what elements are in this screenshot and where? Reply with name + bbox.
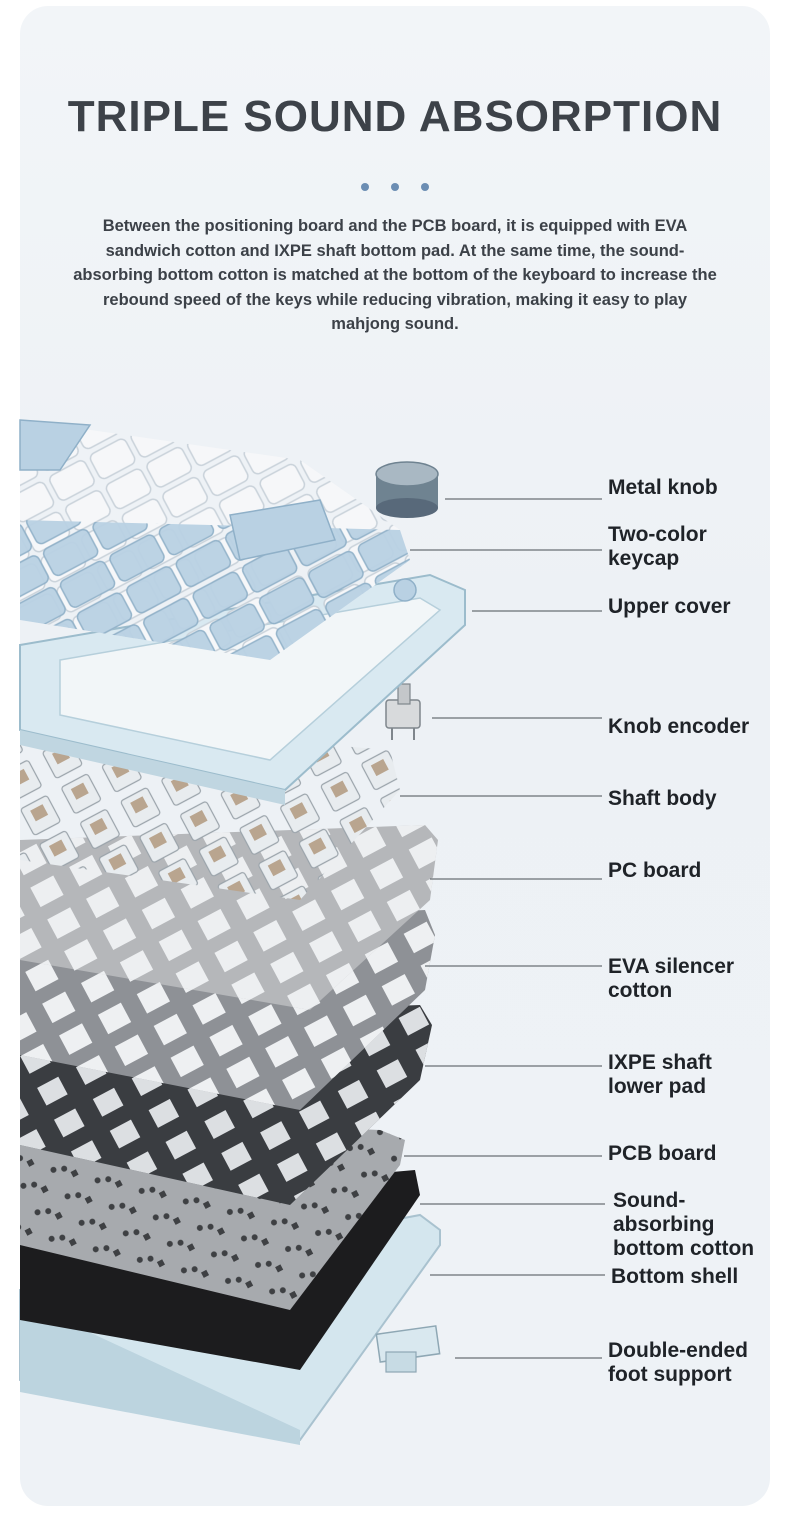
label-eva-silencer-cotton: EVA silencer cotton [608,955,735,1002]
label-ixpe-shaft-lower-pad: IXPE shaft lower pad [608,1051,712,1098]
page-title: TRIPLE SOUND ABSORPTION [67,92,723,141]
foot-support-shape [375,1325,441,1373]
dot-icon [391,183,399,191]
dot-icon [421,183,429,191]
keycaps-shape [19,419,410,660]
label-pcb-board: PCB board [608,1142,717,1165]
knob-encoder-shape [385,683,421,740]
label-knob-encoder: Knob encoder [608,715,750,738]
label-two-color-keycap: Two-color keycap [608,523,707,570]
dot-icon [361,183,369,191]
label-metal-knob: Metal knob [608,476,718,499]
label-pc-board: PC board [608,859,702,882]
description-text: Between the positioning board and the PC… [73,217,717,333]
label-double-ended-foot-support: Double-ended foot support [608,1339,748,1386]
label-bottom-shell: Bottom shell [611,1265,739,1288]
label-shaft-body: Shaft body [608,787,717,810]
decorative-dots [0,178,790,196]
metal-knob-shape [375,461,439,518]
label-sound-absorbing-bottom-cotton: Sound- absorbing bottom cotton [613,1189,755,1260]
label-upper-cover: Upper cover [608,595,731,618]
